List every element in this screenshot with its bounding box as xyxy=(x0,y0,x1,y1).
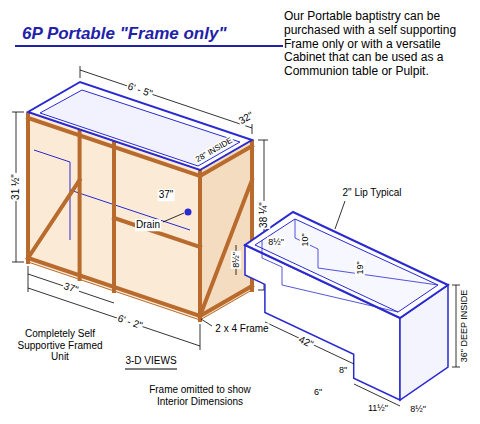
drain-dot xyxy=(185,209,192,216)
dimension-label: 6" xyxy=(313,387,323,397)
dimension-label: 37" xyxy=(61,280,80,296)
description-note: Our Portable baptistry can be purchased … xyxy=(283,10,477,79)
dimension-label: 8½" xyxy=(231,251,241,269)
dimension-label: 36" DEEP INSIDE xyxy=(459,289,469,364)
callout-label: 2" Lip Typical xyxy=(342,187,403,199)
dimension-label: 19" xyxy=(355,260,365,275)
basin-dimension-lines xyxy=(236,201,460,406)
dimension-label: 6' - 2" xyxy=(115,312,145,332)
dimension-label: 6' - 5" xyxy=(125,80,155,100)
framed-unit xyxy=(28,82,252,320)
dimension-label: 32" xyxy=(236,109,256,127)
dimension-lines xyxy=(12,66,268,350)
basin xyxy=(245,212,448,400)
view-heading: 3-D VIEWS xyxy=(124,355,177,367)
dimension-label: 28" INSIDE xyxy=(193,135,235,164)
dimension-label: 37" xyxy=(158,189,175,201)
dimension-label: 42" xyxy=(296,333,316,351)
dimension-label: 10" xyxy=(300,232,310,247)
title: 6P Portable "Frame only" xyxy=(22,24,226,44)
part-label: Drain xyxy=(135,219,161,231)
dimension-label: 38 ¼" xyxy=(258,201,270,229)
dimension-label: 31 ½" xyxy=(10,173,22,201)
note: Frame omitted to show Interior Dimension… xyxy=(140,384,260,407)
dimension-label: 8½" xyxy=(267,237,285,247)
dimension-label: 8" xyxy=(338,365,348,375)
dimension-label: 11½" xyxy=(367,403,389,413)
views-underline xyxy=(125,369,177,370)
note: Completely Self Supportive Framed Unit xyxy=(13,328,107,363)
title-underline xyxy=(15,45,300,47)
part-label: 2 x 4 Frame xyxy=(214,323,269,335)
dimension-label: 8½" xyxy=(409,404,427,414)
